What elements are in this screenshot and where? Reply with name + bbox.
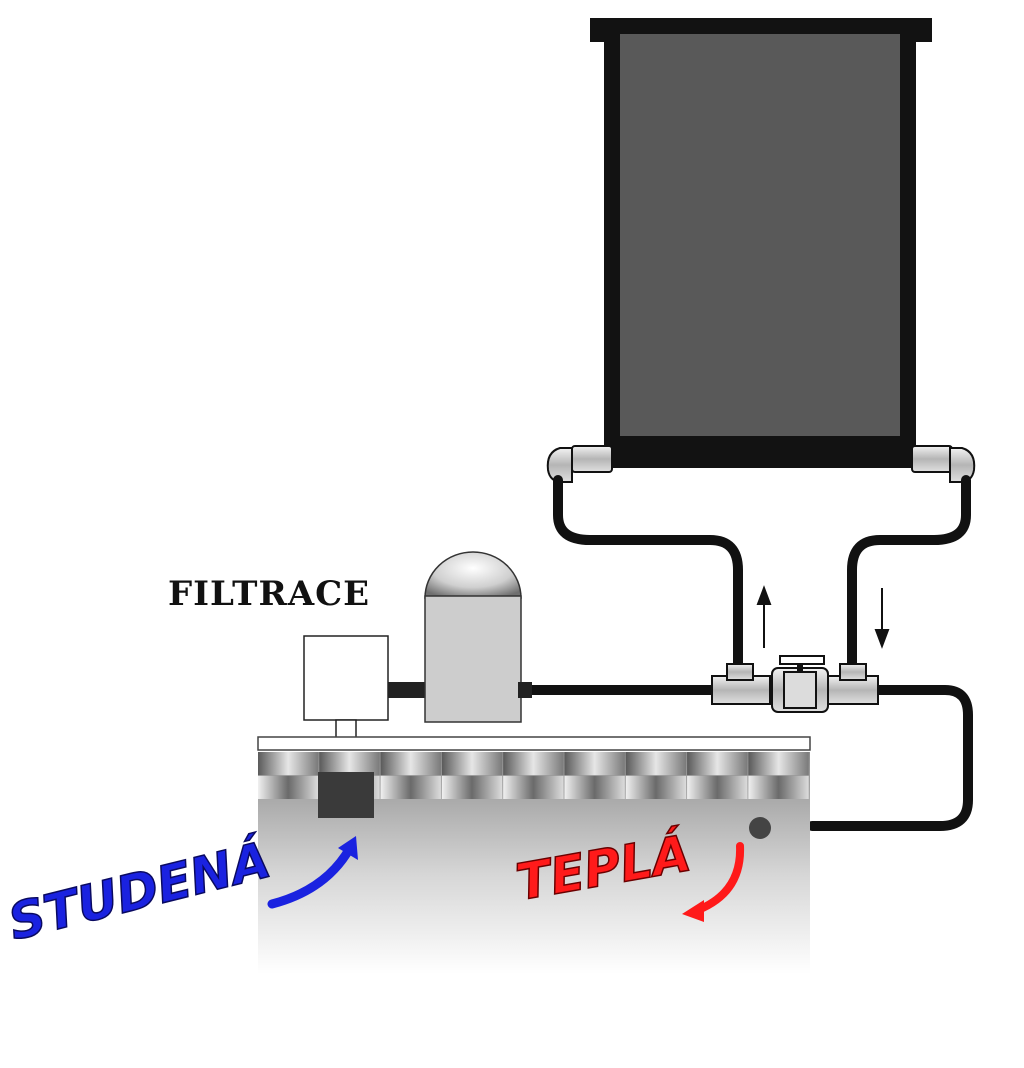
pool-tile-band: [258, 752, 809, 799]
collector-fitting-left: [546, 445, 613, 483]
pool-tile: [748, 752, 809, 775]
ball-valve: [771, 655, 829, 713]
cold-water-label: STUDENÁ: [3, 830, 276, 952]
pool-tile: [441, 776, 503, 799]
filtration-label: FILTRACE: [168, 574, 370, 614]
solar-collector: [590, 18, 932, 468]
warm-arrow-icon: [694, 842, 745, 914]
collector-top-left-stub: [590, 18, 620, 42]
pipe-return-from-collector: [847, 475, 971, 673]
pipe-supply-to-collector: [553, 475, 743, 673]
tee-fitting-right: [827, 663, 879, 705]
pool-tile: [564, 776, 625, 799]
pool-tile: [748, 776, 809, 799]
collector-absorber: [620, 34, 900, 462]
pool-tile: [564, 752, 625, 775]
return-jet-nozzle: [749, 817, 771, 839]
skimmer-inlet: [318, 772, 374, 818]
tee-fitting-left: [711, 663, 771, 705]
pool-tile: [380, 752, 441, 775]
pool: [257, 736, 811, 974]
pool-tile: [687, 776, 748, 799]
pump-filter-coupling: [388, 682, 426, 698]
pool-tile: [503, 776, 564, 799]
pool-tile: [258, 776, 319, 799]
arrow-up-icon: [756, 585, 772, 648]
collector-top-right-stub: [900, 18, 932, 42]
collector-bottom-header: [604, 436, 916, 466]
pool-tile: [441, 752, 503, 775]
collector-fitting-right: [911, 445, 976, 483]
pool-tile: [625, 776, 687, 799]
sand-filter: [424, 551, 532, 723]
pool-tile: [380, 776, 441, 799]
pool-coping: [257, 736, 811, 751]
pool-tile: [503, 752, 564, 775]
cold-arrow-icon: [267, 843, 355, 909]
pool-tile: [625, 752, 687, 775]
pump-unit: [303, 635, 389, 739]
pool-tile: [258, 752, 319, 775]
pipe-return-to-pool: [807, 685, 973, 831]
arrow-down-icon: [874, 588, 890, 649]
pool-tile: [687, 752, 748, 775]
pool-tile: [319, 752, 380, 775]
